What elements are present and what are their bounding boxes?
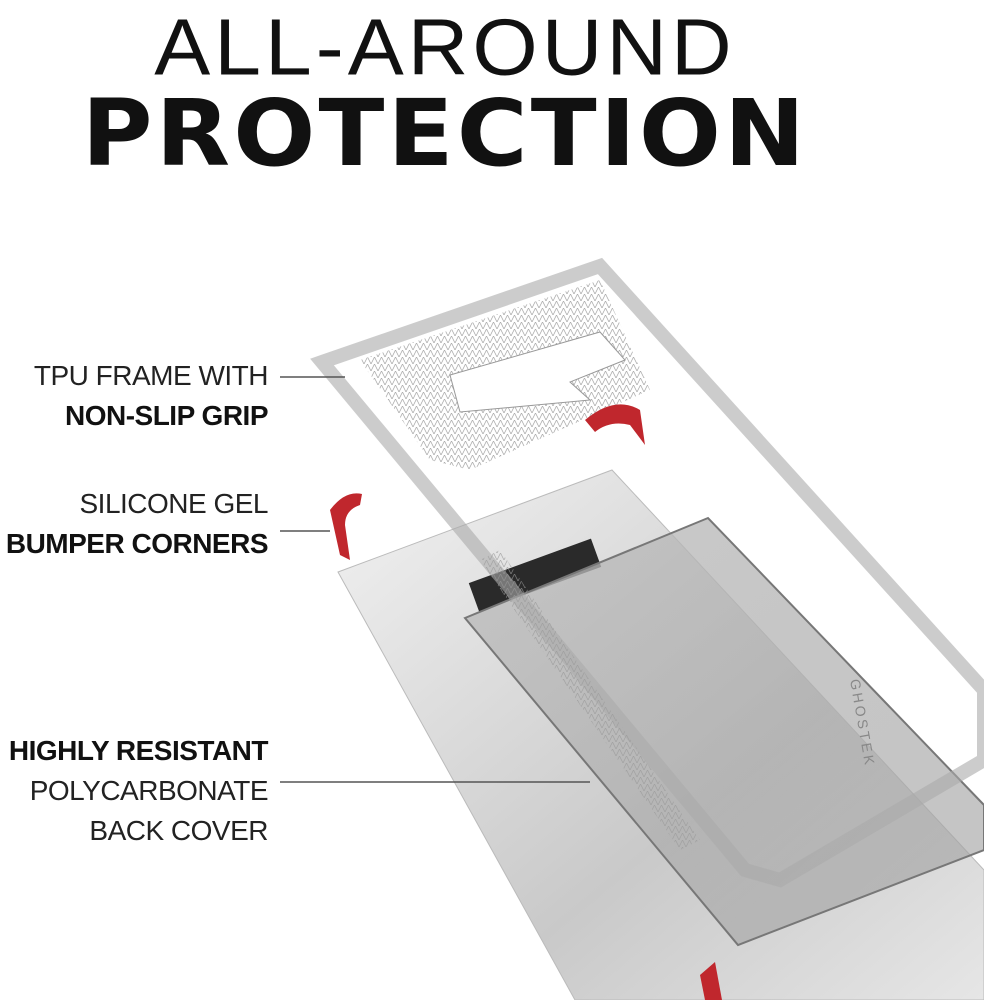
callout-line: BUMPER CORNERS: [5, 528, 269, 559]
headline-line-2: PROTECTION: [81, 80, 809, 187]
tpu-frame-outer: [310, 257, 984, 888]
bumper-corner-3: [700, 962, 722, 1000]
bumper-corner-2: [585, 404, 645, 445]
phone-camera: [468, 538, 602, 612]
tpu-side-grip: [480, 550, 700, 850]
headline-line-1: ALL-AROUND: [154, 2, 736, 92]
callout-line: TPU FRAME WITH: [33, 360, 269, 391]
callout-line: POLYCARBONATE: [29, 775, 269, 806]
callout-line: SILICONE GEL: [79, 488, 268, 519]
callout-line: BACK COVER: [89, 815, 268, 846]
callout-line: NON-SLIP GRIP: [64, 400, 269, 431]
callout-line: HIGHLY RESISTANT: [8, 735, 269, 766]
callout-back-cover: HIGHLY RESISTANT POLYCARBONATE BACK COVE…: [8, 731, 269, 851]
callout-bumper-corners: SILICONE GEL BUMPER CORNERS: [5, 484, 269, 564]
callout-tpu-frame: TPU FRAME WITH NON-SLIP GRIP: [33, 356, 269, 436]
camera-cutout: [449, 331, 626, 413]
bumper-corner-1: [330, 493, 362, 560]
